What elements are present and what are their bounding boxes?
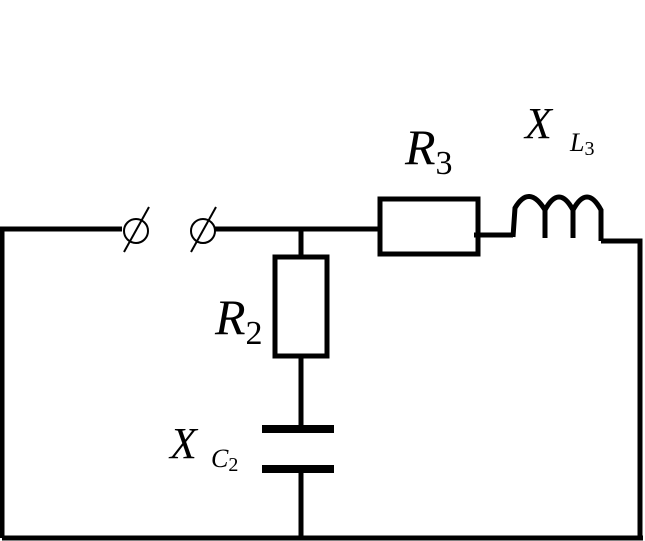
inductor-l3 xyxy=(510,194,604,241)
label-xc2-sub-letter: C xyxy=(211,444,229,473)
label-xc2-subscript: C2 xyxy=(211,444,238,476)
terminal-right xyxy=(190,206,217,253)
terminal-left-slash xyxy=(123,206,150,253)
terminal-left-circle xyxy=(123,218,149,244)
label-xc2: X xyxy=(170,422,197,466)
label-r3: R3 xyxy=(405,119,453,181)
label-xl3-subscript: L3 xyxy=(570,128,594,160)
label-r2-sub: 2 xyxy=(245,315,263,352)
label-xc2-main: X xyxy=(170,419,197,468)
label-r3-main: R xyxy=(405,119,436,175)
terminal-left xyxy=(123,206,150,253)
label-xl3-sub-letter: L xyxy=(570,128,585,157)
right-wire xyxy=(601,238,643,538)
label-xl3: X xyxy=(525,102,552,146)
left-wire xyxy=(0,226,122,538)
label-r2: R2 xyxy=(215,289,263,351)
label-xl3-sub-index: 3 xyxy=(584,138,595,160)
label-xl3-main: X xyxy=(525,99,552,148)
label-xc2-sub-index: 2 xyxy=(228,454,239,476)
label-r3-sub: 3 xyxy=(435,145,453,182)
terminal-right-slash xyxy=(190,206,217,253)
resistor-r2 xyxy=(272,254,330,359)
label-r2-main: R xyxy=(215,289,246,345)
resistor-r3 xyxy=(377,196,481,257)
